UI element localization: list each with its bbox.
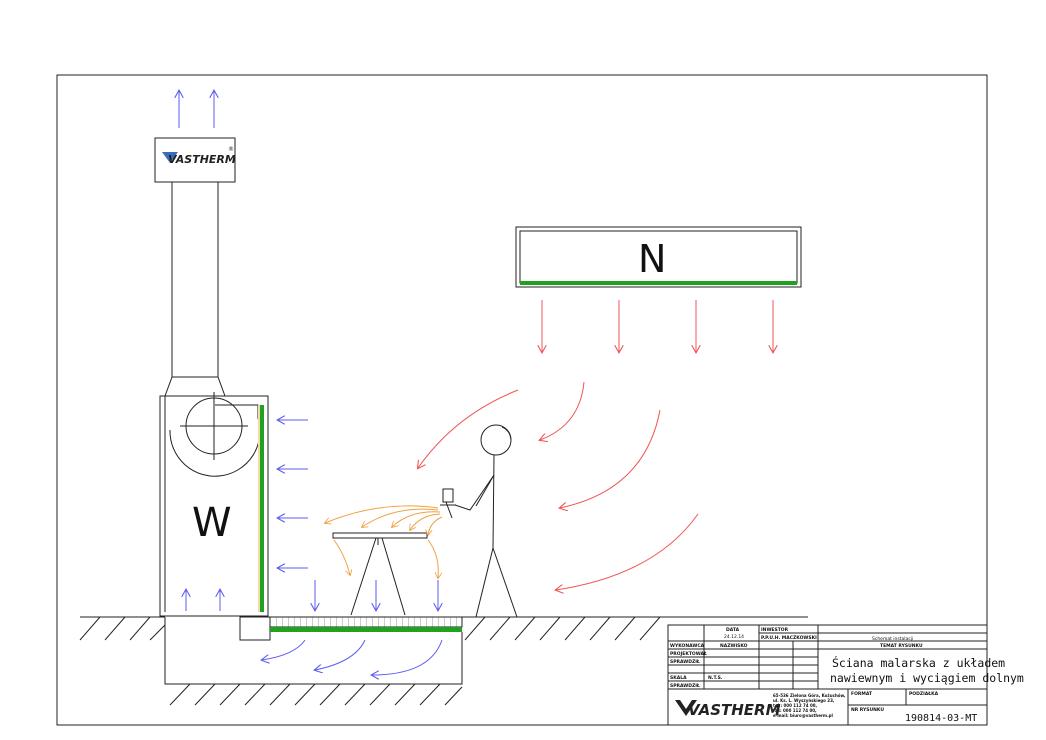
chimney-logo-text: VASTHERM [168,153,236,166]
supply-unit-label: N [638,237,666,281]
registered-mark: ® [228,146,234,153]
col-investor: INWESTOR [761,627,789,633]
company-line-3: tel.: 000 112 74 00, [773,703,818,708]
drawing-subject-label: TEMAT RYSUNKU [880,643,923,649]
scale-value: N.T.S. [708,675,723,681]
title-block-text: DATA 24.12.14 INWESTOR P.P.U.H. MACZKOWS… [670,627,939,713]
title-block-logo-text: VASTHERM [688,701,781,719]
supply-arrows [542,300,773,352]
investor-value: P.P.U.H. MACZKOWSKI [761,635,817,641]
floor-grate [239,616,463,641]
drawing-title-line2: nawiewnym i wyciągiem dolnym [830,671,1024,685]
duct-flow-arrows [262,639,443,675]
company-line-4: fax: 000 112 74 00, [773,708,817,713]
date-value: 24.12.14 [724,634,744,640]
drawing-number: 190814-03-MT [905,713,977,724]
wall-intake-arrows [278,420,308,568]
drawing-frame [56,74,988,726]
row-sprawdzil: SPRAWDZIŁ [670,659,700,665]
sheet-label: PODZIAŁKA [909,691,939,697]
floor-intake-arrows [315,580,438,610]
exhaust-chimney [154,137,236,397]
drawing-title: Ściana malarska z układem nawiewnym i wy… [830,655,1024,685]
company-line-1: 65-536 Zielona Góra, Kożuchów, [773,693,846,698]
painter-figure [440,424,518,618]
company-line-2: ul. Ks. L. Wyszyńskiego 23, [773,698,835,703]
exhaust-unit [159,392,269,617]
company-line-5: e-mail: biuro@vastherm.pl [773,713,833,718]
title-block-logo: VASTHERM [675,700,781,719]
row-sprawdzil-2: SPRAWDZIŁ [670,683,700,689]
col-data: DATA [726,627,740,633]
supply-unit [515,226,802,288]
title-block [667,624,988,726]
drawing-title-line1: Ściana malarska z układem [832,655,1005,670]
row-projektowal: PROJEKTOWAŁ [670,651,707,657]
row-skala: SKALA [670,675,687,681]
supply-flow-curves [418,381,699,590]
spray-table [332,532,428,616]
chimney-logo: VASTHERM ® [162,146,236,166]
format-label: FORMAT [851,691,873,697]
company-address: 65-536 Zielona Góra, Kożuchów, ul. Ks. L… [773,693,846,718]
exhaust-unit-label: W [192,500,232,546]
scheme-label: Schemat instalacji [872,636,913,642]
col-nazwisko: NAZWISKO [720,643,748,649]
exhaust-arrows-top [179,91,220,611]
drawing-no-label: NR RYSUNKU [851,707,884,713]
paint-mist [325,505,443,578]
row-wykonawca: WYKONAWCA [670,643,705,649]
